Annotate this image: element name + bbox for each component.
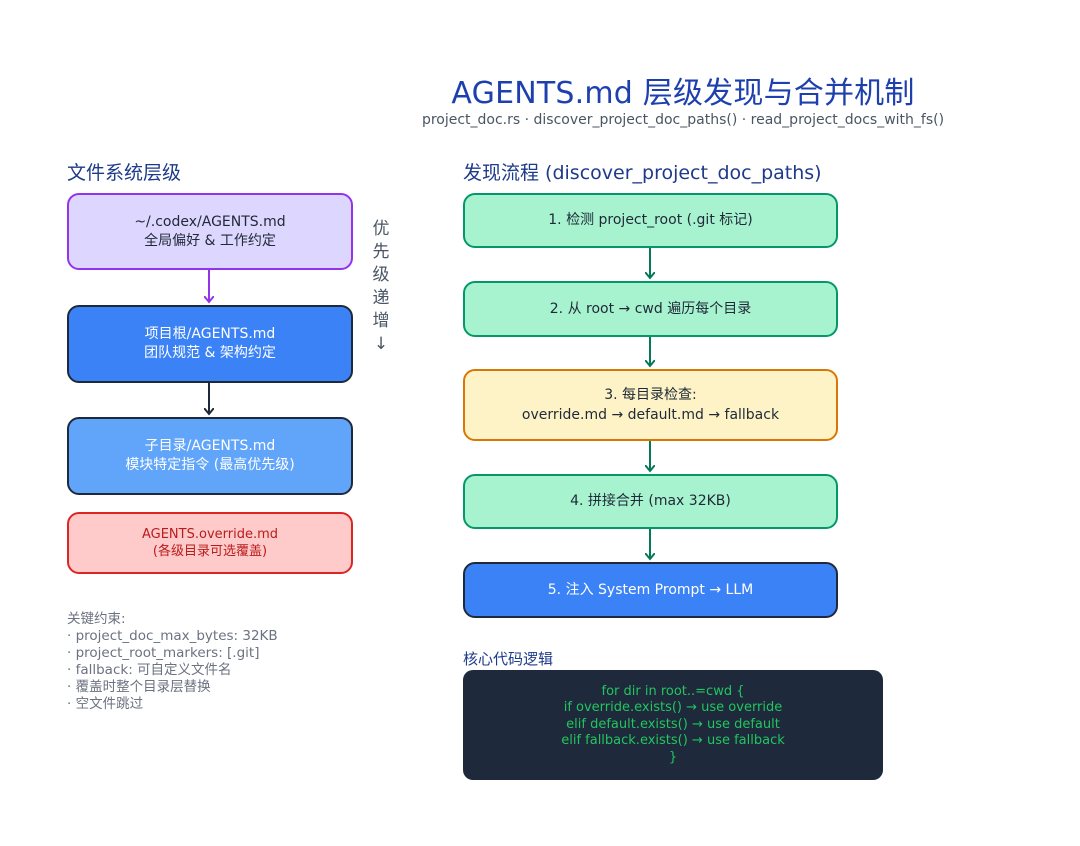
project-root-agents-path: 项目根/AGENTS.md — [144, 326, 276, 342]
flow-step-5: 5. 注入 System Prompt → LLM — [463, 562, 838, 618]
subdir-agents-path: 子目录/AGENTS.md — [144, 438, 276, 454]
code-line: elif default.exists() → use default — [566, 716, 780, 732]
global-agents-box: ~/.codex/AGENTS.md 全局偏好 & 工作约定 — [67, 193, 353, 270]
constraint-item: · project_root_markers: [.git] — [67, 645, 260, 661]
subdir-agents-desc: 模块特定指令 (最高优先级) — [125, 457, 295, 473]
code-heading: 核心代码逻辑 — [463, 650, 554, 668]
constraint-item: · project_doc_max_bytes: 32KB — [67, 628, 278, 644]
flow-step-3: 3. 每目录检查: override.md → default.md → fal… — [463, 369, 838, 441]
priority-label: 优先级递增↓ — [372, 219, 390, 354]
override-agents-box: AGENTS.override.md (各级目录可选覆盖) — [67, 512, 353, 574]
right-section-heading: 发现流程 (discover_project_doc_paths) — [463, 162, 822, 184]
flow-step-3-detail: override.md → default.md → fallback — [521, 407, 780, 423]
constraint-item: · fallback: 可自定义文件名 — [67, 662, 232, 678]
subdir-agents-box: 子目录/AGENTS.md 模块特定指令 (最高优先级) — [67, 417, 353, 495]
code-line: for dir in root..=cwd { — [601, 683, 745, 699]
flow-step-2-text: 2. 从 root → cwd 遍历每个目录 — [549, 300, 752, 317]
left-section-heading: 文件系统层级 — [67, 162, 182, 184]
flow-step-4: 4. 拼接合并 (max 32KB) — [463, 474, 838, 529]
override-agents-path: AGENTS.override.md — [141, 527, 279, 542]
flow-step-2: 2. 从 root → cwd 遍历每个目录 — [463, 281, 838, 337]
flow-step-1-text: 1. 检测 project_root (.git 标记) — [548, 212, 753, 228]
constraints-title: 关键约束: — [67, 611, 126, 627]
flow-step-1: 1. 检测 project_root (.git 标记) — [463, 193, 838, 248]
constraints-notes: 关键约束: · project_doc_max_bytes: 32KB · pr… — [67, 611, 278, 713]
flow-step-3-text: 3. 每目录检查: — [604, 387, 697, 403]
code-block: for dir in root..=cwd { if override.exis… — [463, 670, 883, 780]
flow-step-5-text: 5. 注入 System Prompt → LLM — [547, 581, 754, 598]
project-root-agents-box: 项目根/AGENTS.md 团队规范 & 架构约定 — [67, 305, 353, 383]
constraint-item: · 空文件跳过 — [67, 696, 144, 712]
code-line: } — [668, 749, 678, 765]
global-agents-desc: 全局偏好 & 工作约定 — [144, 232, 276, 249]
project-root-agents-desc: 团队规范 & 架构约定 — [144, 345, 276, 361]
code-line: if override.exists() → use override — [563, 700, 783, 716]
constraint-item: · 覆盖时整个目录层替换 — [67, 679, 211, 695]
page-title: AGENTS.md 层级发现与合并机制 — [451, 76, 915, 111]
global-agents-path: ~/.codex/AGENTS.md — [134, 213, 286, 230]
override-agents-desc: (各级目录可选覆盖) — [152, 544, 268, 559]
code-line: elif fallback.exists() → use fallback — [561, 733, 785, 749]
flow-step-4-text: 4. 拼接合并 (max 32KB) — [570, 493, 731, 509]
page-subtitle: project_doc.rs · discover_project_doc_pa… — [421, 112, 945, 128]
